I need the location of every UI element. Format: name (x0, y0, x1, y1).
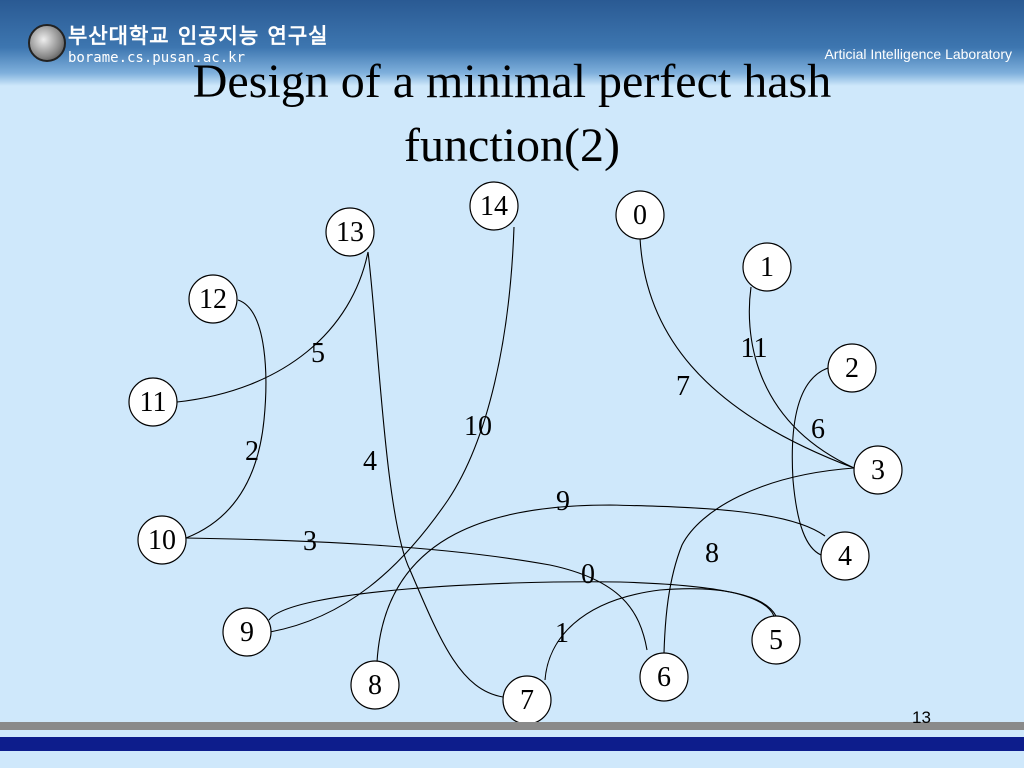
node-5: 5 (751, 615, 801, 665)
title-line-2: function(2) (404, 119, 620, 172)
node-circle (128, 377, 178, 427)
edge-13-7 (367, 251, 504, 698)
edge-8-4 (376, 504, 826, 663)
node-label: 0 (633, 200, 647, 231)
node-label: 5 (769, 625, 783, 656)
node-label: 4 (838, 541, 852, 572)
node-label: 2 (845, 353, 859, 384)
node-label: 7 (520, 685, 534, 716)
node-circle (820, 531, 870, 581)
edge-label-2-4: 6 (811, 414, 825, 445)
node-10: 10 (137, 515, 187, 565)
edge-label-7-5: 1 (555, 618, 569, 649)
node-label: 6 (657, 662, 671, 693)
edge-2-4 (791, 367, 829, 556)
node-13: 13 (325, 207, 375, 257)
edge-9-5 (268, 581, 775, 621)
node-label: 8 (368, 670, 382, 701)
edge-7-5 (544, 588, 777, 681)
edge-0-3 (639, 237, 855, 469)
slide-header: 부산대학교 인공지능 연구실 borame.cs.pusan.ac.kr Art… (0, 0, 1024, 86)
node-circle (350, 660, 400, 710)
university-seal-icon (28, 24, 66, 62)
node-circle (639, 652, 689, 702)
node-circle (853, 445, 903, 495)
node-label: 3 (871, 455, 885, 486)
edge-13-11 (176, 251, 369, 403)
node-label: 1 (760, 252, 774, 283)
edge-label-3-6: 8 (705, 538, 719, 569)
page-number: 13 (912, 708, 931, 727)
edge-label-14-9: 10 (464, 411, 492, 442)
lab-name: Articial Intelligence Laboratory (824, 46, 1012, 62)
edge-3-6 (663, 467, 855, 654)
edge-10-6 (185, 537, 648, 651)
node-circle (742, 242, 792, 292)
node-label: 14 (480, 191, 508, 222)
edge-label-12-10: 2 (245, 436, 259, 467)
footer-bar-blue (0, 737, 1024, 751)
node-label: 9 (240, 617, 254, 648)
node-label: 13 (336, 217, 364, 248)
edge-14-9 (269, 226, 515, 633)
node-circle (827, 343, 877, 393)
institution-name: 부산대학교 인공지능 연구실 (68, 24, 329, 48)
node-8: 8 (350, 660, 400, 710)
node-1: 1 (742, 242, 792, 292)
node-12: 12 (188, 274, 238, 324)
title-line-1: Design of a minimal perfect hash (192, 55, 832, 108)
node-circle (222, 607, 272, 657)
node-circle (137, 515, 187, 565)
edge-1-3 (748, 286, 855, 469)
edge-label-13-11: 5 (311, 338, 325, 369)
node-14: 14 (469, 181, 519, 231)
edge-label-1-3: 11 (741, 333, 768, 364)
node-7: 7 (502, 675, 552, 725)
node-label: 10 (148, 525, 176, 556)
node-circle (469, 181, 519, 231)
node-circle (188, 274, 238, 324)
edge-label-8-4: 9 (556, 486, 570, 517)
edge-label-0-3: 7 (676, 371, 690, 402)
edge-label-9-5: 0 (581, 559, 595, 590)
node-circle (325, 207, 375, 257)
node-circle (615, 190, 665, 240)
node-label: 11 (140, 387, 167, 418)
edge-label-13-7: 4 (363, 446, 377, 477)
node-2: 2 (827, 343, 877, 393)
node-6: 6 (639, 652, 689, 702)
slide-title: Design of a minimal perfect hash functio… (0, 50, 1024, 178)
institution-url: borame.cs.pusan.ac.kr (68, 50, 246, 66)
node-label: 12 (199, 284, 227, 315)
node-0: 0 (615, 190, 665, 240)
edge-label-10-6: 3 (303, 526, 317, 557)
edge-12-10 (185, 299, 267, 539)
footer-bar-gray (0, 722, 1024, 730)
node-4: 4 (820, 531, 870, 581)
node-11: 11 (128, 377, 178, 427)
node-9: 9 (222, 607, 272, 657)
node-3: 3 (853, 445, 903, 495)
node-circle (751, 615, 801, 665)
